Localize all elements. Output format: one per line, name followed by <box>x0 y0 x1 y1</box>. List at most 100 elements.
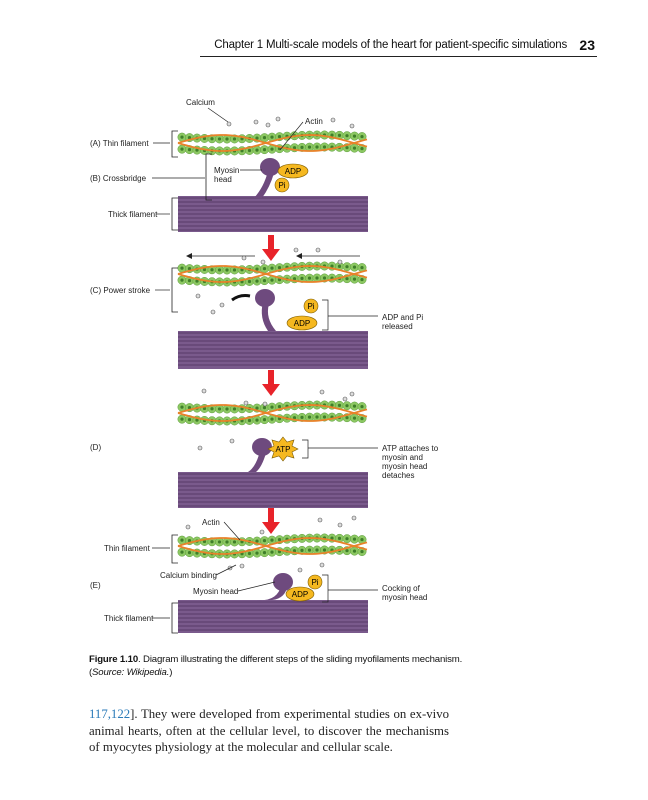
molecule-label: Pi <box>278 181 285 190</box>
calcium-ion <box>319 389 325 395</box>
actin-core <box>352 416 357 420</box>
red-arrow-shaft <box>268 370 274 384</box>
power-stroke-arrow <box>231 294 251 302</box>
actin-core <box>322 548 327 552</box>
calcium-ion <box>293 247 299 253</box>
adp-pi-released-label-2: released <box>382 322 413 331</box>
actin-core <box>187 406 192 410</box>
calcium-ion <box>337 522 343 528</box>
actin-core <box>345 146 349 150</box>
thick-filament-label-e: Thick filament <box>104 614 154 623</box>
actin-core <box>292 416 297 420</box>
tropomyosin-strand <box>177 134 368 152</box>
actin-core <box>322 145 327 149</box>
actin-core <box>195 148 199 152</box>
actin-core <box>187 418 192 422</box>
actin-core <box>360 537 364 542</box>
myosin-neck <box>248 451 266 472</box>
red-arrow-shaft <box>268 235 274 249</box>
actin-label-e: Actin <box>202 518 220 527</box>
actin-core <box>270 266 274 270</box>
actin-core <box>270 135 274 139</box>
actin-core <box>345 265 349 269</box>
calcium-ion <box>265 122 271 128</box>
actin-core <box>180 550 184 554</box>
calcium-ion <box>229 438 235 444</box>
myosin-neck <box>261 302 276 331</box>
calcium-ion <box>197 445 203 451</box>
actin-core <box>217 137 222 141</box>
actin-core <box>315 415 319 419</box>
actin-core <box>330 133 334 137</box>
actin-core <box>270 417 274 421</box>
myosin-head-label: Myosin <box>214 166 239 175</box>
actin-core <box>277 538 282 542</box>
actin-core <box>360 146 364 151</box>
actin-core <box>255 551 259 555</box>
calcium-ion <box>243 400 249 406</box>
figure-caption: Figure 1.10. Diagram illustrating the di… <box>89 654 489 679</box>
calcium-ion <box>349 123 355 129</box>
actin-core <box>232 137 237 141</box>
calcium-ion <box>195 293 201 299</box>
actin-core <box>210 540 214 544</box>
actin-core <box>360 134 364 139</box>
actin-core <box>360 404 364 409</box>
actin-core <box>202 539 207 544</box>
page-number: 23 <box>579 37 595 53</box>
actin-core <box>270 405 274 409</box>
actin-core <box>210 268 214 272</box>
actin-core <box>277 417 282 421</box>
actin-core <box>345 404 349 408</box>
adp-pi-released-label: ADP and Pi <box>382 313 423 322</box>
actin-core <box>262 148 267 152</box>
actin-core <box>300 415 304 420</box>
calcium-ion <box>337 259 343 265</box>
actin-core <box>300 276 304 281</box>
actin-core <box>352 549 357 553</box>
actin-core <box>262 551 267 555</box>
actin-core <box>180 135 184 139</box>
actin-core <box>180 147 184 151</box>
tropomyosin-strand <box>177 537 368 555</box>
actin-core <box>352 265 357 269</box>
red-arrow-head <box>262 384 280 396</box>
adp-icon <box>285 586 315 602</box>
actin-core <box>345 549 349 553</box>
calcium-ion <box>349 391 355 397</box>
panel-d-label: (D) <box>90 443 101 452</box>
actin-label: Actin <box>305 117 323 126</box>
caption-source: Source: Wikipedia. <box>92 666 170 678</box>
actin-core <box>247 551 252 556</box>
myosin-head-label-e: Myosin head <box>193 587 238 596</box>
tropomyosin-strand <box>177 537 368 555</box>
red-arrow-shaft <box>268 508 274 522</box>
caption-end: ) <box>169 666 173 678</box>
actin-core <box>352 146 357 150</box>
actin-core <box>315 548 319 552</box>
atp-note-3: myosin head <box>382 462 427 471</box>
slide-arrowhead <box>296 253 302 259</box>
actin-core <box>270 278 274 282</box>
calcium-ion <box>262 401 268 407</box>
actin-core <box>307 276 312 280</box>
thin-filament-label: (A) Thin filament <box>90 139 149 148</box>
actin-core <box>180 538 184 542</box>
calcium-ion <box>241 255 247 261</box>
citation-link[interactable]: 117,122 <box>89 707 131 721</box>
actin-core <box>262 539 267 543</box>
red-arrow-head <box>262 249 280 261</box>
actin-core <box>315 276 319 280</box>
actin-core <box>292 549 297 553</box>
actin-core <box>322 415 327 419</box>
actin-core <box>292 277 297 281</box>
actin-core <box>255 406 259 410</box>
thick-filament <box>178 600 368 633</box>
calcium-ion <box>319 562 325 568</box>
actin-core <box>255 148 259 152</box>
actin-core <box>277 550 282 554</box>
actin-core <box>352 277 357 281</box>
actin-core <box>330 536 334 540</box>
atp-star-icon <box>267 436 299 462</box>
atp-label: ATP <box>276 445 291 454</box>
